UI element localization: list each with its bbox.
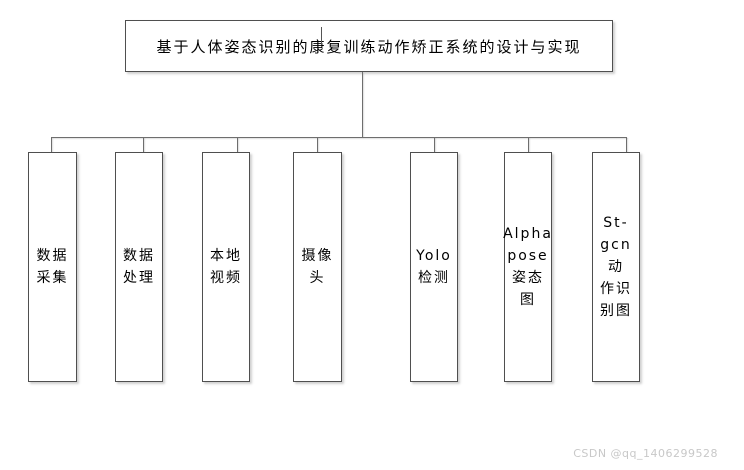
connector-drop-line xyxy=(626,137,627,153)
diagram-node-stgcn-action-recognition[interactable]: St- gcn动 作识 别图 xyxy=(592,152,640,382)
diagram-root-node[interactable]: 基于人体姿态识别的康复训练动作矫正系统的设计与实现 xyxy=(125,20,613,72)
diagram-title: 基于人体姿态识别的康复训练动作矫正系统的设计与实现 xyxy=(156,37,582,56)
diagram-node-alphapose-pose-graph[interactable]: Alpha pose 姿态 图 xyxy=(503,152,553,382)
diagram-node-camera[interactable]: 摄像 头 xyxy=(293,152,342,382)
diagram-node-data-processing[interactable]: 数据 处理 xyxy=(115,152,163,382)
connector-drop-line xyxy=(237,137,238,153)
node-label: Yolo 检测 xyxy=(416,248,452,286)
node-label: Alpha pose 姿态 图 xyxy=(503,226,553,308)
diagram-node-yolo-detection[interactable]: Yolo 检测 xyxy=(410,152,458,382)
diagram-node-data-collection[interactable]: 数据 采集 xyxy=(28,152,77,382)
connector-drop-line xyxy=(143,137,144,153)
connector-drop-line xyxy=(434,137,435,153)
connector-trunk-line xyxy=(362,72,363,137)
connector-bus-line xyxy=(51,137,627,138)
node-label: 数据 采集 xyxy=(36,248,69,286)
connector-drop-line xyxy=(51,137,52,153)
node-label: 本地 视频 xyxy=(210,248,242,286)
text-cursor xyxy=(321,27,322,45)
connector-drop-line xyxy=(317,137,318,153)
csdn-watermark: CSDN @qq_1406299528 xyxy=(573,447,718,460)
node-label: 摄像 头 xyxy=(301,248,334,286)
connector-drop-line xyxy=(528,137,529,153)
node-label: St- gcn动 作识 别图 xyxy=(600,215,632,319)
node-label: 数据 处理 xyxy=(123,248,155,286)
diagram-node-local-video[interactable]: 本地 视频 xyxy=(202,152,250,382)
